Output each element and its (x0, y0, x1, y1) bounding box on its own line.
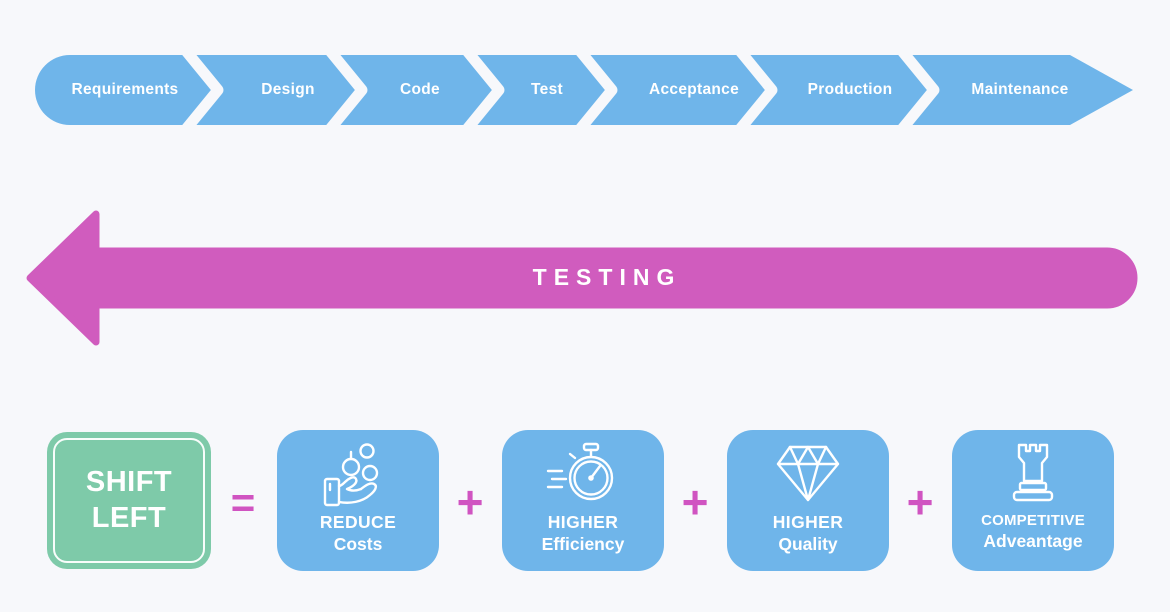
pipeline-stage-requirements: Requirements (71, 81, 179, 98)
hand-coins-icon (323, 443, 379, 507)
benefit-line2: Costs (333, 533, 383, 554)
plus-icon: + (456, 476, 484, 528)
benefit-box-competitive-advantage: COMPETITIVE Adveantage (952, 430, 1114, 571)
chevron-separator-icon (570, 40, 618, 140)
equals-icon: = (230, 479, 256, 526)
benefit-line1: HIGHER (547, 512, 619, 532)
benefit-box-higher-quality: HIGHER Quality (727, 430, 889, 571)
shift-left-box: SHIFT LEFT (47, 432, 211, 569)
chevron-separator-icon (892, 40, 940, 140)
plus-icon: + (906, 476, 934, 528)
pipeline-stage-test: Test (531, 81, 563, 98)
chevron-separator-icon (457, 40, 505, 140)
chevron-separator-icon (730, 40, 778, 140)
plus-icon: + (681, 476, 709, 528)
pipeline-stage-acceptance: Acceptance (648, 81, 740, 98)
benefit-line1: COMPETITIVE (981, 512, 1085, 529)
diamond-icon (776, 445, 840, 502)
pipeline-stage-code: Code (400, 81, 440, 98)
pipeline-bar-shape (35, 55, 1133, 125)
benefit-line1: REDUCE (319, 512, 397, 532)
shift-left-line2: LEFT (91, 501, 167, 534)
benefit-box-reduce-costs: REDUCE Costs (277, 430, 439, 571)
pipeline-stage-design: Design (261, 81, 315, 98)
shift-left-line1: SHIFT (85, 466, 173, 499)
stopwatch-icon (546, 442, 614, 501)
pipeline-stage-maintenance: Maintenance (971, 81, 1069, 98)
pipeline-stage-production: Production (807, 81, 893, 98)
benefit-box-higher-efficiency: HIGHER Efficiency (502, 430, 664, 571)
benefit-line2: Efficiency (541, 533, 625, 554)
testing-arrow-shape (26, 210, 1138, 346)
testing-label: TESTING (532, 264, 682, 290)
chess-rook-icon (1012, 443, 1054, 502)
testing-left-arrow (26, 210, 1138, 346)
benefit-line2: Quality (778, 533, 838, 554)
benefit-line1: HIGHER (772, 512, 844, 532)
chevron-separator-icon (176, 40, 224, 140)
pipeline-chevron-bar (35, 40, 1133, 140)
chevron-separator-icon (320, 40, 368, 140)
benefit-line2: Adveantage (983, 530, 1083, 551)
